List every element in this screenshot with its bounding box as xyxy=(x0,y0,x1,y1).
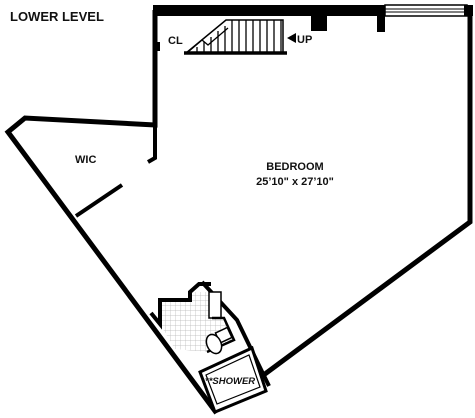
bedroom-label: BEDROOM xyxy=(266,161,323,173)
staircase xyxy=(183,14,327,55)
stairs-up-label: UP xyxy=(297,34,312,46)
closet-label: CL xyxy=(168,35,183,47)
outer-walls xyxy=(4,10,473,415)
level-title: LOWER LEVEL xyxy=(10,9,104,24)
wic-label: WIC xyxy=(75,154,96,166)
up-arrow-icon xyxy=(287,33,296,43)
top-wall xyxy=(153,4,473,32)
shower-label: **SHOWER xyxy=(205,376,255,387)
wall-stub-left xyxy=(153,42,160,51)
shower-tub xyxy=(198,345,268,414)
bedroom-dimensions: 25’10" x 27’10" xyxy=(256,176,334,188)
wic-walls xyxy=(74,125,157,218)
